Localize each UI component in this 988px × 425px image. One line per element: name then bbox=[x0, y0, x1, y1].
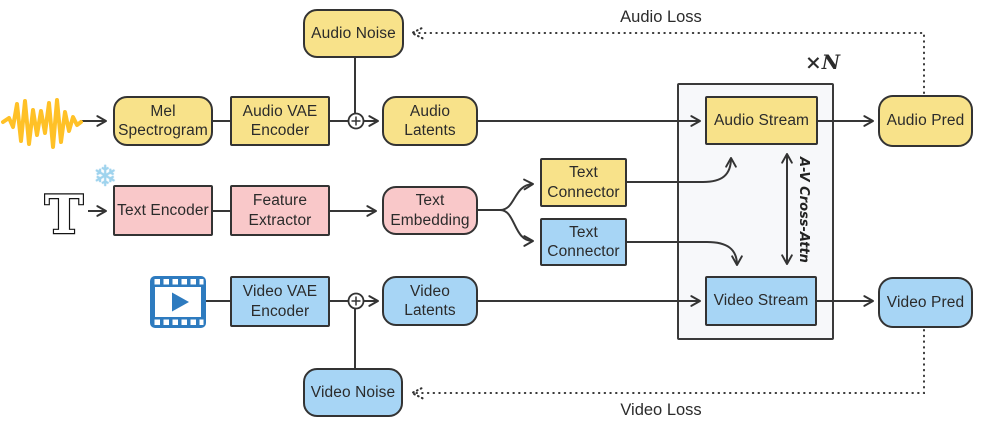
video-loss-label: Video Loss bbox=[620, 401, 702, 419]
audio-waveform-icon bbox=[1, 98, 83, 149]
audio-loss-label: Audio Loss bbox=[620, 8, 702, 26]
video-add-noise-icon bbox=[347, 292, 365, 310]
node-audio-latents: Audio Latents bbox=[382, 96, 478, 146]
video-clip-icon bbox=[150, 276, 206, 328]
node-audio-vae-encoder: Audio VAE Encoder bbox=[230, 96, 330, 146]
edge-fork-to-audio-connector bbox=[499, 178, 534, 211]
node-audio-noise: Audio Noise bbox=[303, 9, 404, 58]
node-text-embedding: Text Embedding bbox=[382, 186, 478, 235]
edge-fork-to-video-connector bbox=[499, 209, 534, 247]
node-video-latents: Video Latents bbox=[382, 276, 478, 326]
edge-video-connector-to-video-stream bbox=[627, 241, 743, 266]
edge-audio-connector-to-audio-stream bbox=[627, 157, 737, 183]
node-video-stream: Video Stream bbox=[705, 276, 817, 326]
node-audio-stream: Audio Stream bbox=[705, 96, 818, 145]
edge-video-loss bbox=[412, 329, 925, 393]
node-video-pred: Video Pred bbox=[878, 277, 973, 328]
av-cross-attn-label: A-V Cross-Attn bbox=[796, 157, 811, 263]
node-text-encoder: Text Encoder bbox=[113, 185, 213, 236]
node-mel-spectrogram: Mel Spectrogram bbox=[113, 96, 213, 146]
edge-audio-loss bbox=[412, 33, 925, 94]
node-audio-pred: Audio Pred bbox=[878, 95, 973, 147]
node-text-connector-audio: Text Connector bbox=[540, 158, 627, 207]
text-input-icon: T bbox=[45, 185, 84, 246]
node-video-vae-encoder: Video VAE Encoder bbox=[230, 276, 330, 327]
node-video-noise: Video Noise bbox=[303, 368, 403, 417]
repeat-count-label: ×N bbox=[804, 50, 840, 74]
frozen-snowflake-icon: ❄ bbox=[93, 161, 118, 193]
node-text-connector-video: Text Connector bbox=[540, 218, 627, 266]
node-feature-extractor: Feature Extractor bbox=[230, 185, 330, 236]
audio-add-noise-icon bbox=[347, 112, 365, 130]
